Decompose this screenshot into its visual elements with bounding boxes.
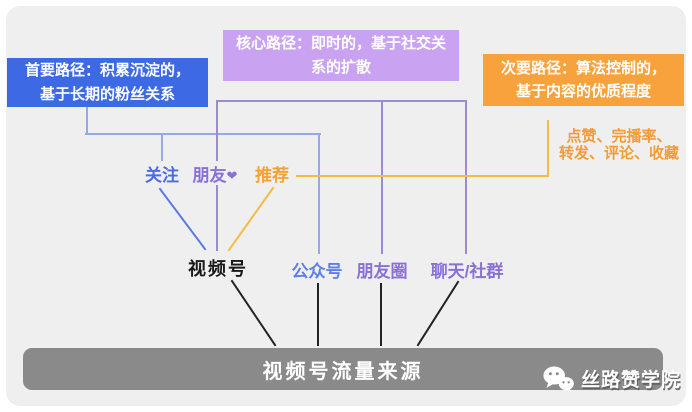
connector-line — [230, 279, 277, 347]
label-video-account: 视频号 — [188, 259, 248, 279]
core-path-text-line1: 核心路径：即时的，基于社交关 — [235, 35, 446, 53]
connector-line — [227, 186, 275, 252]
secondary-path-text-line2: 基于内容的优质程度 — [515, 83, 651, 100]
label-recommend: 推荐 — [255, 166, 289, 185]
label-friends: 朋友❤ — [186, 161, 244, 186]
label-follow: 关注 — [145, 166, 179, 185]
label-official-account: 公众号 — [291, 262, 343, 281]
secondary-path-text-line1: 次要路径：算法控制的， — [500, 59, 666, 77]
connector-line — [416, 280, 460, 347]
primary-path-text-line2: 基于长期的粉丝关系 — [39, 85, 175, 103]
label-chat-groups: 聊天/社群 — [430, 262, 504, 281]
footer-title: 视频号流量来源 — [262, 360, 424, 383]
engagement-metrics-line1: 点赞、完播率、 — [566, 128, 672, 145]
primary-path-text-line1: 首要路径：积累沉淀的， — [24, 62, 190, 80]
core-path-box: 核心路径：即时的，基于社交关 系的扩散 — [223, 30, 459, 81]
connector-line — [158, 187, 207, 251]
label-moments: 朋友圈 — [356, 262, 408, 281]
engagement-metrics: 点赞、完播率、 转发、评论、收藏 — [552, 128, 686, 162]
secondary-path-box: 次要路径：算法控制的， 基于内容的优质程度 — [483, 54, 684, 106]
core-path-text-line2: 系的扩散 — [310, 58, 371, 76]
engagement-metrics-line2: 转发、评论、收藏 — [558, 145, 679, 162]
wechat-icon — [543, 365, 574, 391]
label-friends-text: 朋友 — [192, 166, 227, 185]
heart-icon: ❤ — [226, 168, 238, 183]
primary-path-box: 首要路径：积累沉淀的， 基于长期的粉丝关系 — [7, 58, 208, 107]
watermark: 丝路赞学院 — [543, 362, 681, 394]
watermark-text: 丝路赞学院 — [581, 369, 682, 391]
